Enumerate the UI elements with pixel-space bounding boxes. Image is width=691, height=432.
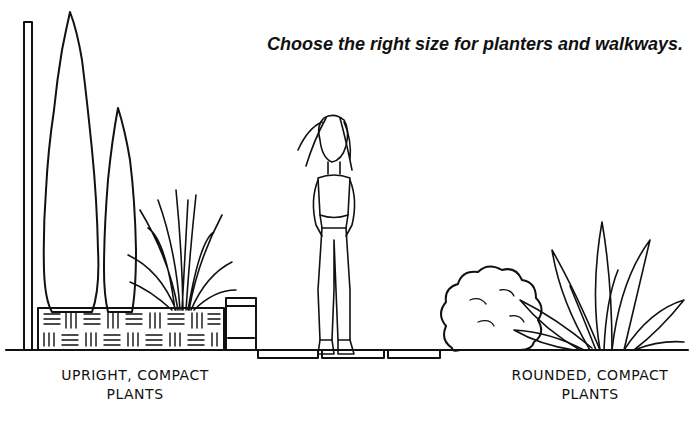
cypress-tree: [104, 108, 136, 312]
agave-plant: [514, 222, 684, 350]
plant-label: UPRIGHT, COMPACT PLANTS: [50, 366, 220, 404]
ground-line: [6, 349, 688, 351]
shrub-detail: [470, 290, 524, 326]
plant-label: ROUNDED, COMPACT PLANTS: [500, 366, 680, 404]
grass-clump: [128, 190, 236, 310]
title-text: Choose the right size for planters and w…: [267, 34, 683, 55]
woman-figure: [298, 115, 355, 354]
pole: [24, 22, 32, 350]
cypress-tree: [44, 12, 99, 312]
pillar: [226, 298, 256, 350]
planter-box: [38, 308, 224, 350]
